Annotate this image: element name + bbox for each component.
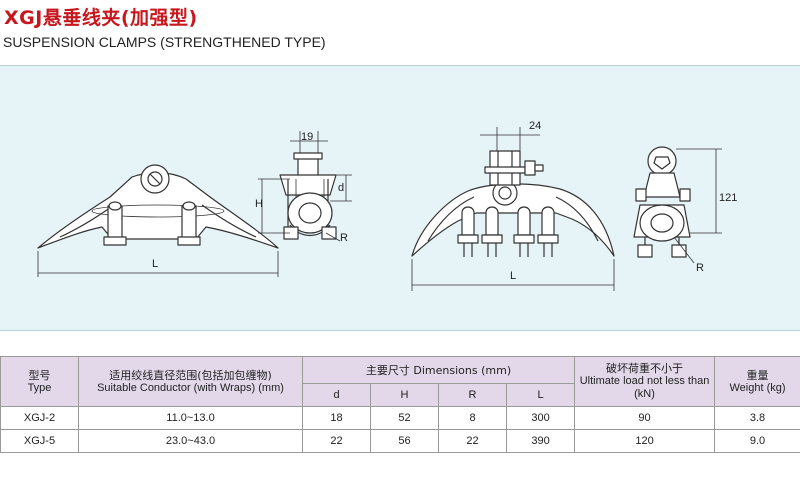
cell-H: 56	[370, 429, 439, 453]
header-R: R	[438, 383, 507, 407]
header-ultimate-load: 破坏荷重不小于 Ultimate load not less than (kN)	[574, 356, 716, 407]
cell-load: 90	[574, 406, 716, 430]
cell-H: 52	[370, 406, 439, 430]
header-type: 型号 Type	[0, 356, 79, 407]
technical-drawings: L 19 H d R 24 L 121 R	[37, 120, 737, 291]
page-subtitle: SUSPENSION CLAMPS (STRENGTHENED TYPE)	[3, 34, 326, 50]
dimension-24: 24	[529, 120, 541, 132]
clamp-small-front-view	[37, 164, 279, 249]
technical-drawing-panel: L 19 H d R 24 L 121 R	[0, 65, 800, 331]
dimension-d: d	[338, 182, 344, 194]
dimension-R-large: R	[696, 262, 704, 274]
dimension-lines	[37, 127, 722, 291]
table-row: XGJ-2 11.0~13.0 18 52 8 300 90 3.8	[0, 406, 800, 430]
cell-d: 22	[302, 429, 371, 453]
dimension-L-small: L	[152, 258, 158, 270]
page-title: XGJ悬垂线夹(加强型)	[4, 7, 198, 29]
cell-d: 18	[302, 406, 371, 430]
cell-L: 390	[505, 429, 576, 453]
dimension-121: 121	[719, 192, 737, 204]
header-dimensions: 主要尺寸 Dimensions (mm)	[301, 356, 576, 384]
header-weight: 重量 Weight (kg)	[714, 356, 800, 407]
cell-model: XGJ-5	[0, 429, 79, 453]
header-L: L	[505, 383, 576, 407]
header-H: H	[370, 383, 439, 407]
dimension-19: 19	[301, 131, 313, 143]
clamp-large-side-view	[633, 146, 691, 258]
header-d: d	[302, 383, 371, 407]
cell-model: XGJ-2	[0, 406, 79, 430]
header-conductor: 适用绞线直径范围(包括加包缠物) Suitable Conductor (wit…	[78, 356, 303, 407]
dimension-L-large: L	[510, 270, 516, 282]
cell-conductor: 11.0~13.0	[78, 406, 303, 430]
dimension-H: H	[255, 198, 263, 210]
clamp-small-side-view	[279, 152, 337, 240]
cell-L: 300	[505, 406, 576, 430]
dimension-labels: L 19 H d R 24 L 121 R	[152, 120, 737, 282]
cell-R: 22	[438, 429, 507, 453]
spec-table: 型号 Type 适用绞线直径范围(包括加包缠物) Suitable Conduc…	[0, 356, 800, 453]
cell-load: 120	[574, 429, 716, 453]
cell-R: 8	[438, 406, 507, 430]
table-row: XGJ-5 23.0~43.0 22 56 22 390 120 9.0	[0, 429, 800, 453]
clamp-large-front-view	[411, 150, 615, 257]
cell-conductor: 23.0~43.0	[78, 429, 303, 453]
cell-weight: 3.8	[714, 406, 800, 430]
cell-weight: 9.0	[714, 429, 800, 453]
dimension-R-small: R	[340, 232, 348, 244]
